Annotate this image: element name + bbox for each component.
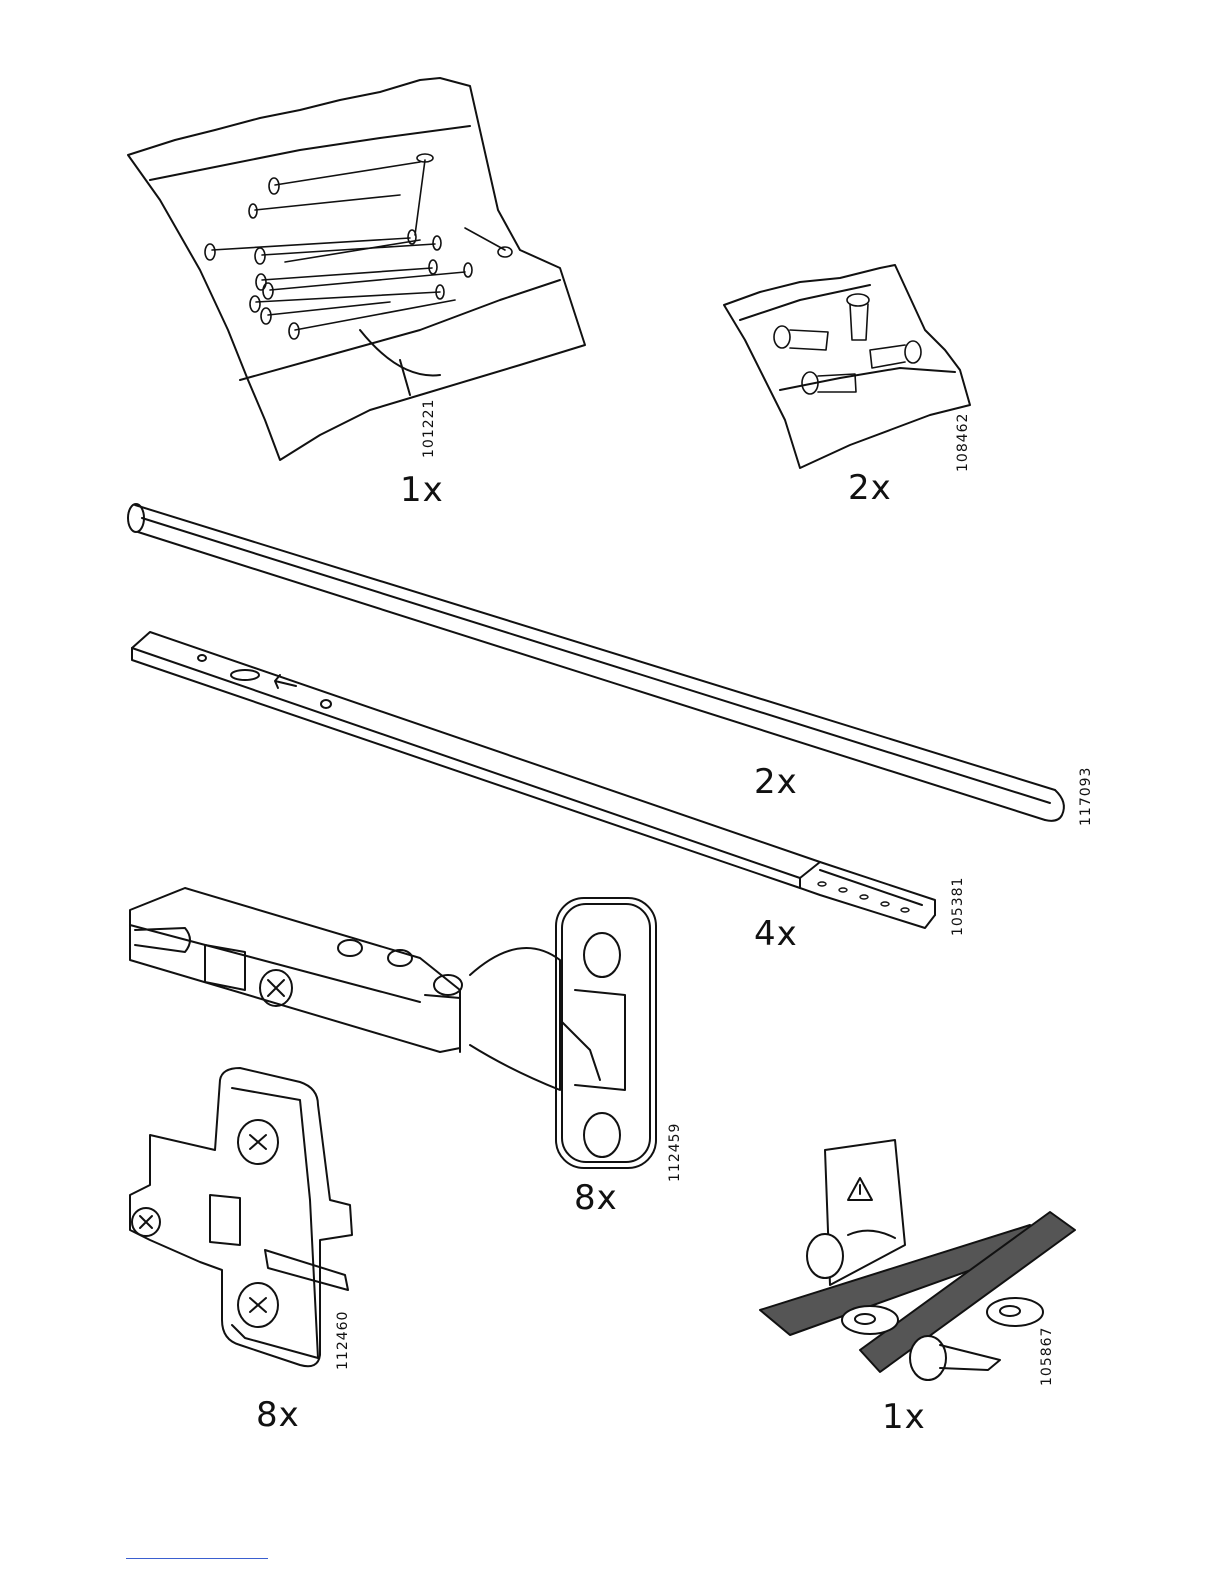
nail-bag-illustration — [128, 78, 585, 460]
hinge-quantity: 8x — [574, 1181, 618, 1215]
mounting-plate-code: 112460 — [336, 1311, 350, 1370]
hinge-code: 112459 — [668, 1123, 682, 1182]
cam-screw-bag-quantity: 2x — [848, 471, 892, 505]
nail-bag-code: 101221 — [422, 399, 436, 458]
mounting-plate-quantity: 8x — [256, 1398, 300, 1432]
footer-rule — [126, 1558, 268, 1559]
drawer-rail-code: 105381 — [951, 877, 965, 936]
wall-anchor-kit-illustration — [760, 1140, 1075, 1380]
round-rod-code: 117093 — [1079, 767, 1093, 826]
nail-bag-quantity: 1x — [400, 473, 444, 507]
drawer-rail-quantity: 4x — [754, 917, 798, 951]
cam-screw-bag-illustration — [724, 265, 970, 468]
mounting-plate-illustration — [130, 1068, 352, 1366]
drawer-rail-illustration — [132, 632, 935, 928]
wall-anchor-kit-code: 105867 — [1040, 1327, 1054, 1386]
hinge-illustration — [130, 888, 656, 1168]
wall-anchor-kit-quantity: 1x — [882, 1400, 926, 1434]
cam-screw-bag-code: 108462 — [956, 413, 970, 472]
round-rod-illustration — [128, 504, 1064, 821]
round-rod-quantity: 2x — [754, 765, 798, 799]
